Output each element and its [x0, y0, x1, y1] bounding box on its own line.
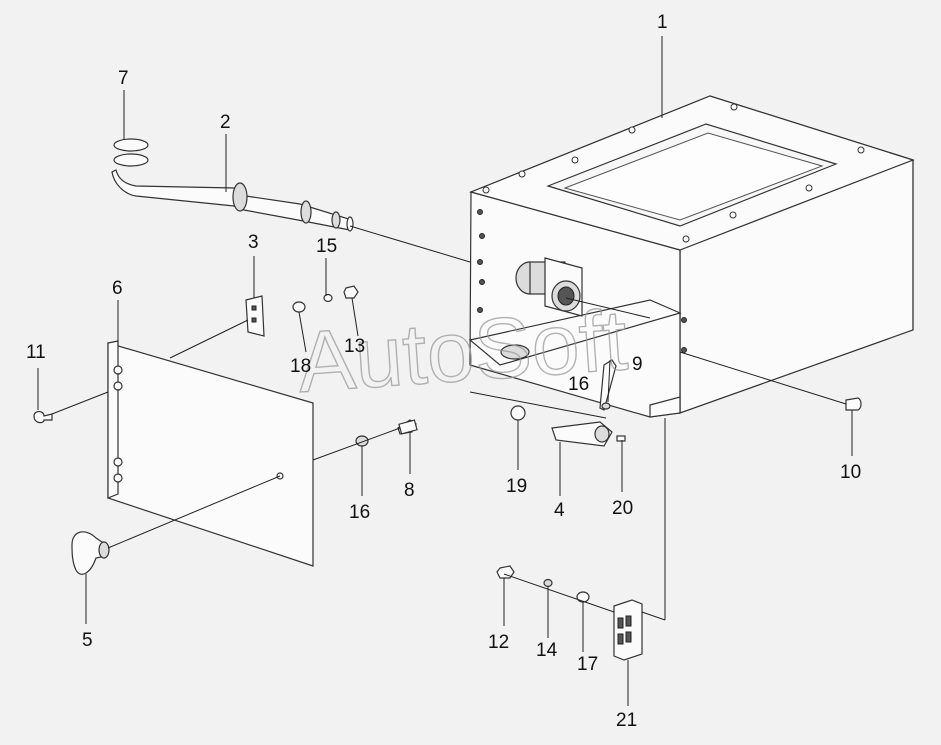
part-2-lever [111, 169, 354, 232]
callout-16-upper: 16 [568, 374, 589, 395]
watermark-text: AutoSoft [294, 292, 630, 411]
callout-13: 13 [344, 336, 365, 357]
callout-1: 1 [657, 12, 668, 33]
callout-8: 8 [404, 480, 415, 501]
callout-9: 9 [632, 354, 643, 375]
callout-6: 6 [112, 278, 123, 299]
part-7-caps [113, 138, 149, 167]
callout-12: 12 [488, 632, 509, 653]
callout-numbers: 1 2 3 4 5 6 7 8 9 10 11 12 13 14 15 16 1… [26, 12, 861, 731]
callout-18: 18 [290, 356, 311, 377]
callout-16-lower: 16 [349, 502, 370, 523]
leader-lines [37, 36, 853, 706]
callout-7: 7 [118, 68, 129, 89]
callout-15: 15 [316, 236, 337, 257]
callout-2: 2 [220, 112, 231, 133]
callout-17: 17 [577, 654, 598, 675]
part-6-cover-plate [107, 340, 314, 567]
callout-3: 3 [248, 232, 259, 253]
callout-5: 5 [82, 630, 93, 651]
part-21-bracket [613, 599, 643, 661]
callout-10: 10 [840, 462, 861, 483]
part-1-box-housing [468, 95, 915, 418]
callout-21: 21 [616, 710, 637, 731]
callout-14: 14 [536, 640, 558, 661]
callout-11: 11 [26, 342, 46, 363]
callout-4: 4 [554, 500, 565, 521]
callout-19: 19 [506, 476, 527, 497]
part-5-knob [71, 531, 110, 575]
callout-20: 20 [612, 498, 633, 519]
part-3-bracket [245, 295, 265, 337]
fasteners [33, 285, 862, 603]
